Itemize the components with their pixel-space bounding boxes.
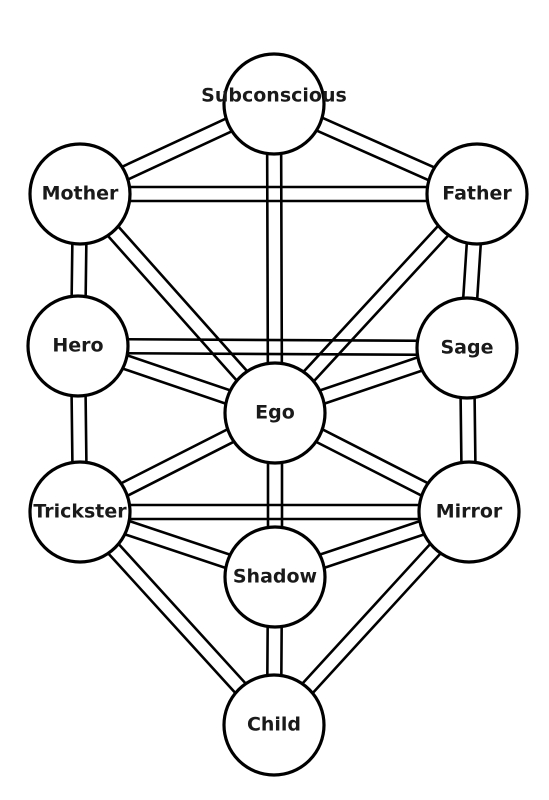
node-child: Child xyxy=(222,673,326,777)
node-label-father: Father xyxy=(442,183,512,205)
node-label-hero: Hero xyxy=(52,335,103,357)
node-label-child: Child xyxy=(247,714,301,736)
path-rail xyxy=(265,102,270,415)
node-circle xyxy=(222,52,326,156)
path-rail xyxy=(279,102,284,415)
path-trickster-mirror xyxy=(78,503,471,521)
node-label-sage: Sage xyxy=(441,337,494,359)
node-subconscious: Subconscious xyxy=(201,52,347,156)
node-label-subconscious: Subconscious xyxy=(201,85,347,107)
node-circle xyxy=(415,296,519,400)
node-label-mother: Mother xyxy=(42,183,119,205)
node-label-mirror: Mirror xyxy=(436,501,503,523)
node-label-ego: Ego xyxy=(255,402,295,424)
node-shadow: Shadow xyxy=(223,525,327,629)
node-hero: Hero xyxy=(26,294,130,398)
node-circle xyxy=(417,460,521,564)
node-mother: Mother xyxy=(28,142,132,246)
node-circle xyxy=(223,525,327,629)
path-rail xyxy=(76,337,469,343)
node-circle xyxy=(28,460,132,564)
node-trickster: Trickster xyxy=(28,460,132,564)
node-label-shadow: Shadow xyxy=(233,566,317,588)
node-father: Father xyxy=(425,142,529,246)
node-circle xyxy=(425,142,529,246)
node-circle xyxy=(222,673,326,777)
node-label-trickster: Trickster xyxy=(33,501,127,523)
path-mother-father xyxy=(78,185,479,203)
path-rail xyxy=(76,351,469,357)
path-hero-sage xyxy=(76,337,469,357)
node-circle xyxy=(28,142,132,246)
node-mirror: Mirror xyxy=(417,460,521,564)
node-ego: Ego xyxy=(223,361,327,465)
node-circle xyxy=(223,361,327,465)
node-circle xyxy=(26,294,130,398)
node-sage: Sage xyxy=(415,296,519,400)
path-subconscious-ego xyxy=(265,102,284,415)
